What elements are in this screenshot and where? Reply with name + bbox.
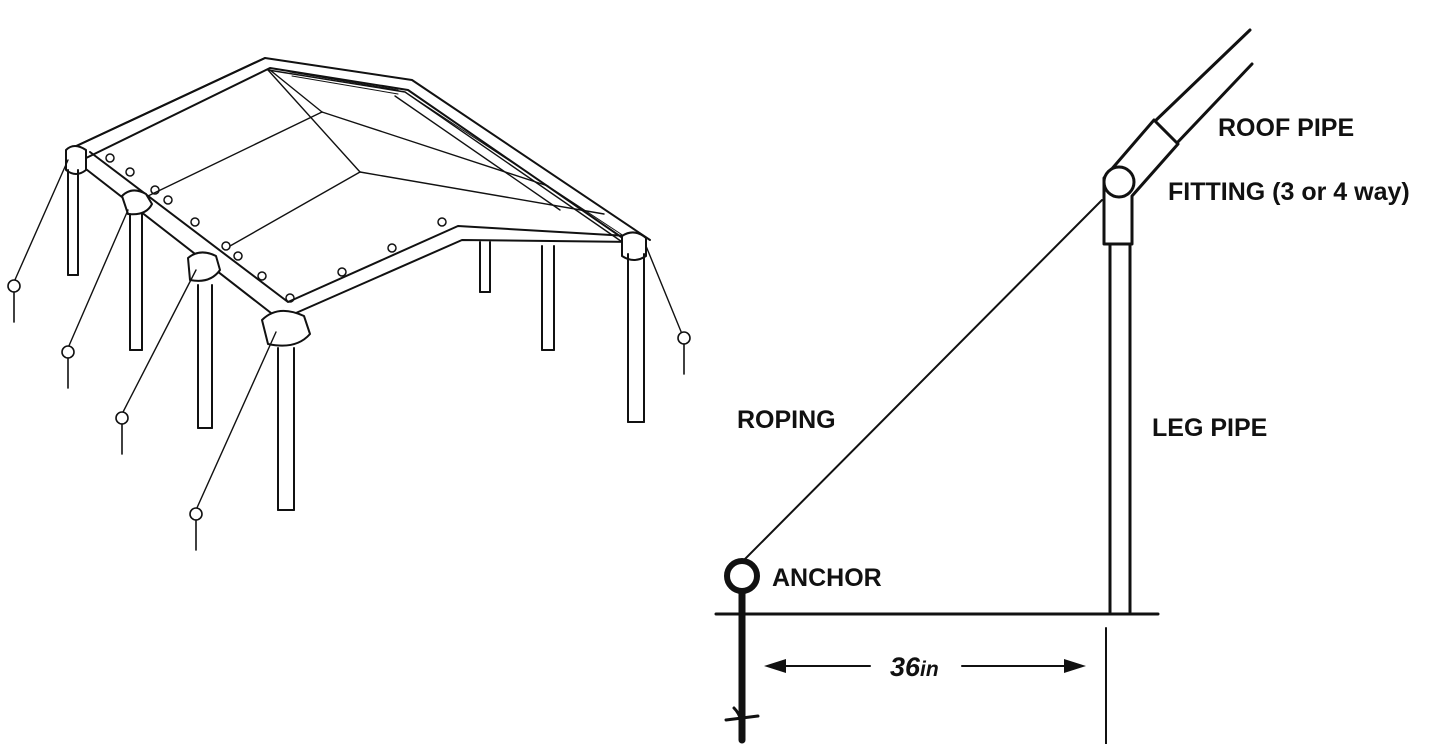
anchor xyxy=(724,558,760,744)
roping-line xyxy=(743,199,1103,561)
anchor-eye xyxy=(724,558,760,594)
dimension-label: 36in xyxy=(890,652,939,682)
dimension-unit: in xyxy=(920,658,939,681)
front-eave-pipe xyxy=(81,151,641,321)
roof-pipe xyxy=(1150,28,1254,146)
roof-pipe-label: ROOF PIPE xyxy=(1218,114,1354,142)
pipe-fitting xyxy=(1102,118,1180,246)
anchoring-detail xyxy=(714,28,1254,744)
cover-grommets xyxy=(105,153,447,303)
leg-pipe xyxy=(1108,242,1132,614)
roof-ridge xyxy=(71,57,651,251)
guy-ropes xyxy=(13,159,683,511)
canopy-frame-illustration xyxy=(7,57,691,551)
left-end-rafter xyxy=(71,57,266,149)
corner-fittings xyxy=(65,145,647,347)
anchor-label: ANCHOR xyxy=(772,564,882,592)
roping-label: ROPING xyxy=(737,406,836,434)
legs xyxy=(67,169,645,511)
fitting-label: FITTING (3 or 4 way) xyxy=(1168,178,1410,206)
roof-cover xyxy=(147,69,631,247)
dimension-36in xyxy=(764,627,1107,744)
leg-pipe-label: LEG PIPE xyxy=(1152,414,1267,442)
dimension-value: 36 xyxy=(890,652,921,682)
ground-stakes xyxy=(7,279,691,551)
